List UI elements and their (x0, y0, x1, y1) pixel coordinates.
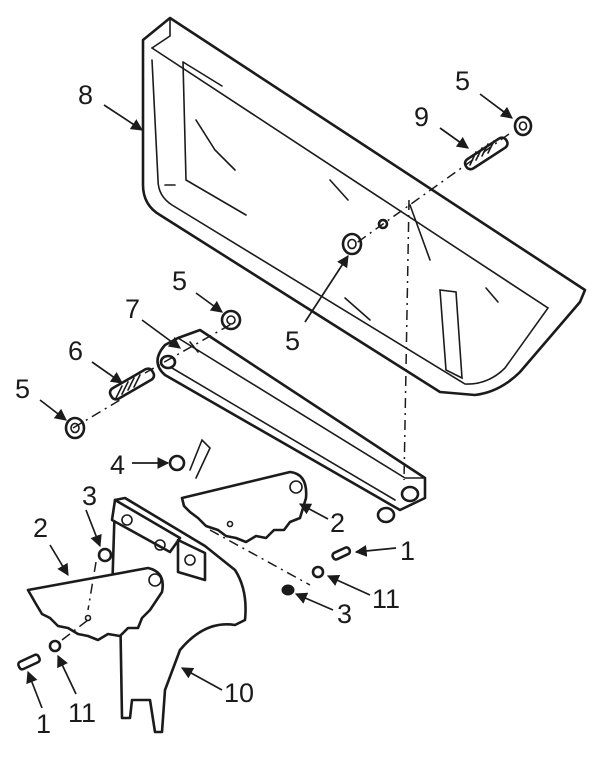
assembly-lines (61, 133, 510, 641)
bar-part-7 (156, 328, 427, 524)
nut-part-5-center (341, 232, 363, 256)
label-5-center: 5 (285, 326, 300, 356)
pin-part-9 (463, 136, 509, 171)
label-4: 4 (110, 450, 125, 480)
label-1-left: 1 (36, 709, 51, 739)
pawl-part-2-upper (180, 470, 308, 544)
label-11-right: 11 (372, 584, 400, 614)
nut-part-5-right (513, 115, 533, 137)
label-5-upper-left: 5 (172, 266, 187, 296)
label-3-upper: 3 (82, 481, 97, 511)
label-11-left: 11 (68, 698, 96, 728)
washer-part-11-right (311, 565, 325, 579)
nut-part-5-left (64, 416, 86, 440)
pawl-part-2-lower (26, 566, 164, 642)
label-5-top-right: 5 (455, 66, 470, 96)
pin-part-6 (108, 367, 156, 401)
label-5-left: 5 (15, 374, 30, 404)
nut-part-3-left (97, 547, 113, 563)
guard-tray-part-8 (141, 16, 587, 397)
part-labels: 8 5 9 5 5 7 6 5 4 3 2 2 1 11 3 10 1 11 (15, 66, 470, 739)
knob-part-4 (168, 438, 211, 479)
label-2-right: 2 (330, 508, 345, 538)
label-10: 10 (224, 678, 254, 708)
label-8: 8 (78, 80, 93, 110)
label-2-left: 2 (33, 513, 48, 543)
bracket-part-10 (110, 496, 247, 734)
label-3-lower: 3 (337, 599, 352, 629)
label-1-right: 1 (400, 536, 415, 566)
label-7: 7 (125, 294, 140, 324)
screw-part-1-right (331, 546, 352, 561)
label-6: 6 (68, 336, 83, 366)
screw-part-1-left (17, 653, 41, 671)
washer-part-11-left (48, 639, 62, 653)
leader-lines (26, 93, 513, 709)
nut-part-3-lower (281, 584, 295, 596)
label-9: 9 (414, 102, 429, 132)
nut-part-5-upper-left (220, 309, 242, 331)
